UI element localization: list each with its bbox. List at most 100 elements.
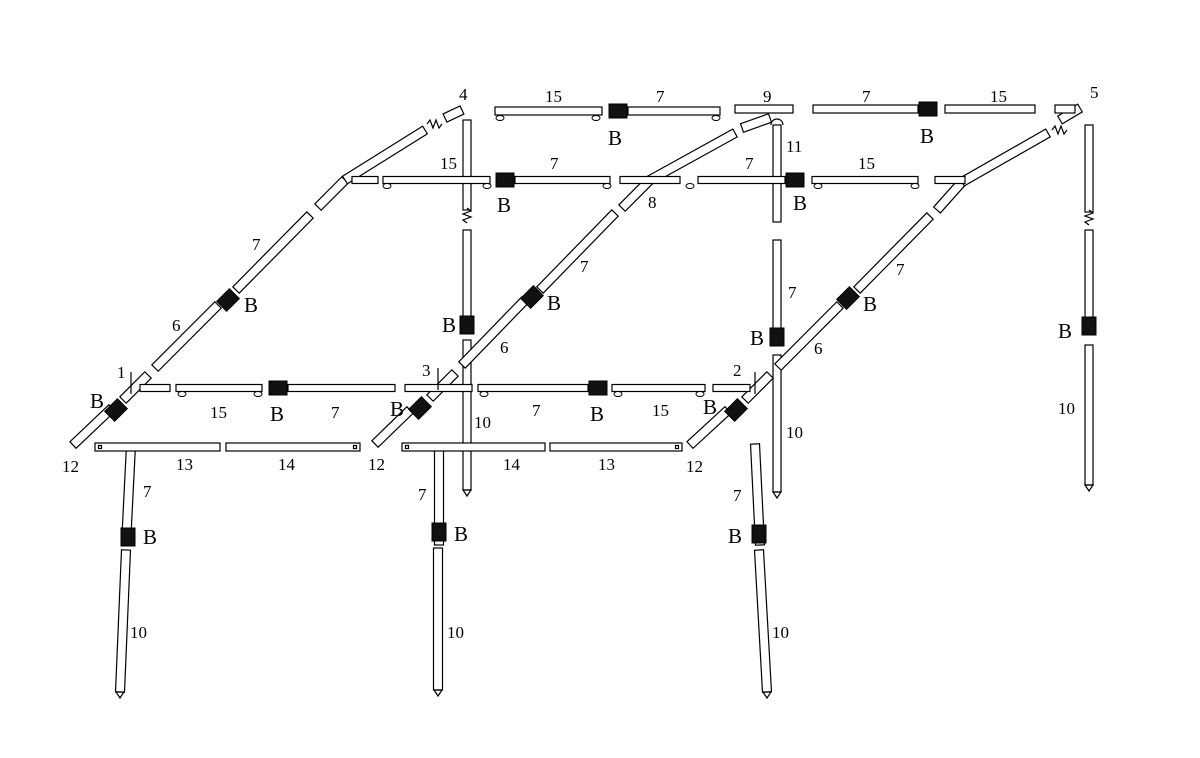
bar-wheel (711, 115, 721, 121)
eave-7-right (477, 383, 589, 393)
part-number-label: 7 (580, 257, 589, 276)
part-number-label: 15 (210, 403, 227, 422)
purlin-15-right (811, 175, 919, 185)
bar-wheel (591, 115, 601, 121)
foot-arrow-icon (771, 491, 783, 500)
ridge-15-right (944, 104, 1036, 114)
post-clip-back-right (1081, 316, 1097, 336)
bar-wheel (602, 183, 612, 189)
leg-lower-left (114, 549, 132, 693)
part-number-label: 5 (1090, 83, 1099, 102)
part-number-label: 10 (130, 623, 147, 642)
rafter-left-e (341, 125, 429, 185)
clip-b-label: B (590, 402, 604, 426)
rafter-clip-middle-2 (519, 284, 545, 310)
part-number-label: 13 (176, 455, 193, 474)
ridge-clip-b (918, 101, 938, 117)
spring-icon (426, 118, 443, 130)
part-number-label: 10 (786, 423, 803, 442)
part-number-label: 10 (447, 623, 464, 642)
rafter-right-b (773, 300, 845, 372)
part-number-label: 3 (422, 361, 431, 380)
foot-arrow-icon (432, 689, 444, 698)
foot-arrow-icon (114, 691, 126, 700)
post-back-left-middle (462, 229, 472, 326)
rafter-left-c (231, 210, 315, 295)
post-back-right-lower (1084, 344, 1094, 486)
post-back-center-lower (772, 354, 782, 493)
ring-icon (770, 118, 784, 126)
bar-wheel (382, 183, 392, 189)
spring-icon (1083, 209, 1095, 226)
eave-stub-2 (712, 383, 751, 393)
rafter-left-d (313, 175, 350, 212)
corner-4 (442, 105, 465, 123)
purlin-clip-b (785, 172, 805, 188)
part-number-label: 15 (990, 87, 1007, 106)
part-number-label: 12 (686, 457, 703, 476)
part-number-label: 6 (814, 339, 823, 358)
post-back-center-middle (772, 239, 782, 331)
part-number-label: 4 (459, 85, 468, 104)
bar-wheel (482, 183, 492, 189)
bar-14-right (401, 442, 546, 452)
bar-13-left (94, 442, 221, 452)
purlin-stub-left (351, 175, 379, 185)
post-back-center-upper (772, 124, 782, 223)
bolt-icon (352, 444, 358, 450)
clip-b-label: B (863, 292, 877, 316)
post-back-left-upper (462, 119, 472, 211)
clip-b-label: B (90, 389, 104, 413)
leg-lower-right (753, 549, 773, 693)
bar-wheel (253, 391, 263, 397)
ridge-clip-a (608, 103, 628, 119)
part-number-label: 15 (545, 87, 562, 106)
bar-wheel (695, 391, 705, 397)
part-number-label: 7 (896, 260, 905, 279)
clip-b-label: B (244, 293, 258, 317)
clip-b-label: B (608, 126, 622, 150)
part-number-label: 15 (440, 154, 457, 173)
clip-b-label: B (390, 397, 404, 421)
rafter-right-c (852, 211, 935, 295)
clip-b-label: B (454, 522, 468, 546)
ridge-7-right (812, 104, 919, 114)
part-number-label: 15 (858, 154, 875, 173)
rafter-middle-c (535, 209, 620, 294)
bar-14-left (225, 442, 361, 452)
part-number-label: 14 (503, 455, 521, 474)
rafter-clip-left-2 (215, 287, 241, 313)
part-number-label: 7 (788, 283, 797, 302)
rafter-clip-middle-1 (407, 395, 433, 421)
foot-arrow-icon (761, 691, 773, 700)
post-clip-back-left (459, 315, 475, 335)
rafter-middle-e (647, 128, 738, 185)
rafter-middle-f (739, 112, 773, 134)
part-number-label: 13 (598, 455, 615, 474)
bar-wheel (479, 391, 489, 397)
bar-wheel (495, 115, 505, 121)
part-number-label: 7 (252, 235, 261, 254)
clip-b-label: B (270, 402, 284, 426)
foot-arrow-icon (461, 489, 473, 498)
leg-clip-right (751, 524, 767, 544)
clip-b-label: B (793, 191, 807, 215)
purlin-stub-right (934, 175, 966, 185)
post-back-right-middle (1084, 229, 1094, 319)
rafter-clip-right-2 (835, 285, 861, 311)
part-number-label: 7 (550, 154, 559, 173)
part-number-label: 10 (1058, 399, 1075, 418)
part-number-label: 10 (772, 623, 789, 642)
part-number-label: 9 (763, 87, 772, 106)
part-number-label: 12 (62, 457, 79, 476)
spring-icon (1051, 124, 1068, 136)
purlin-stub-mid (619, 175, 681, 185)
bar-wheel (177, 391, 187, 397)
part-number-label: 6 (172, 316, 181, 335)
part-number-label: 7 (733, 486, 742, 505)
purlin-clip-a (495, 172, 515, 188)
rafter-left-a (118, 370, 153, 405)
ridge-7-left (627, 106, 721, 116)
part-number-label: 7 (745, 154, 754, 173)
